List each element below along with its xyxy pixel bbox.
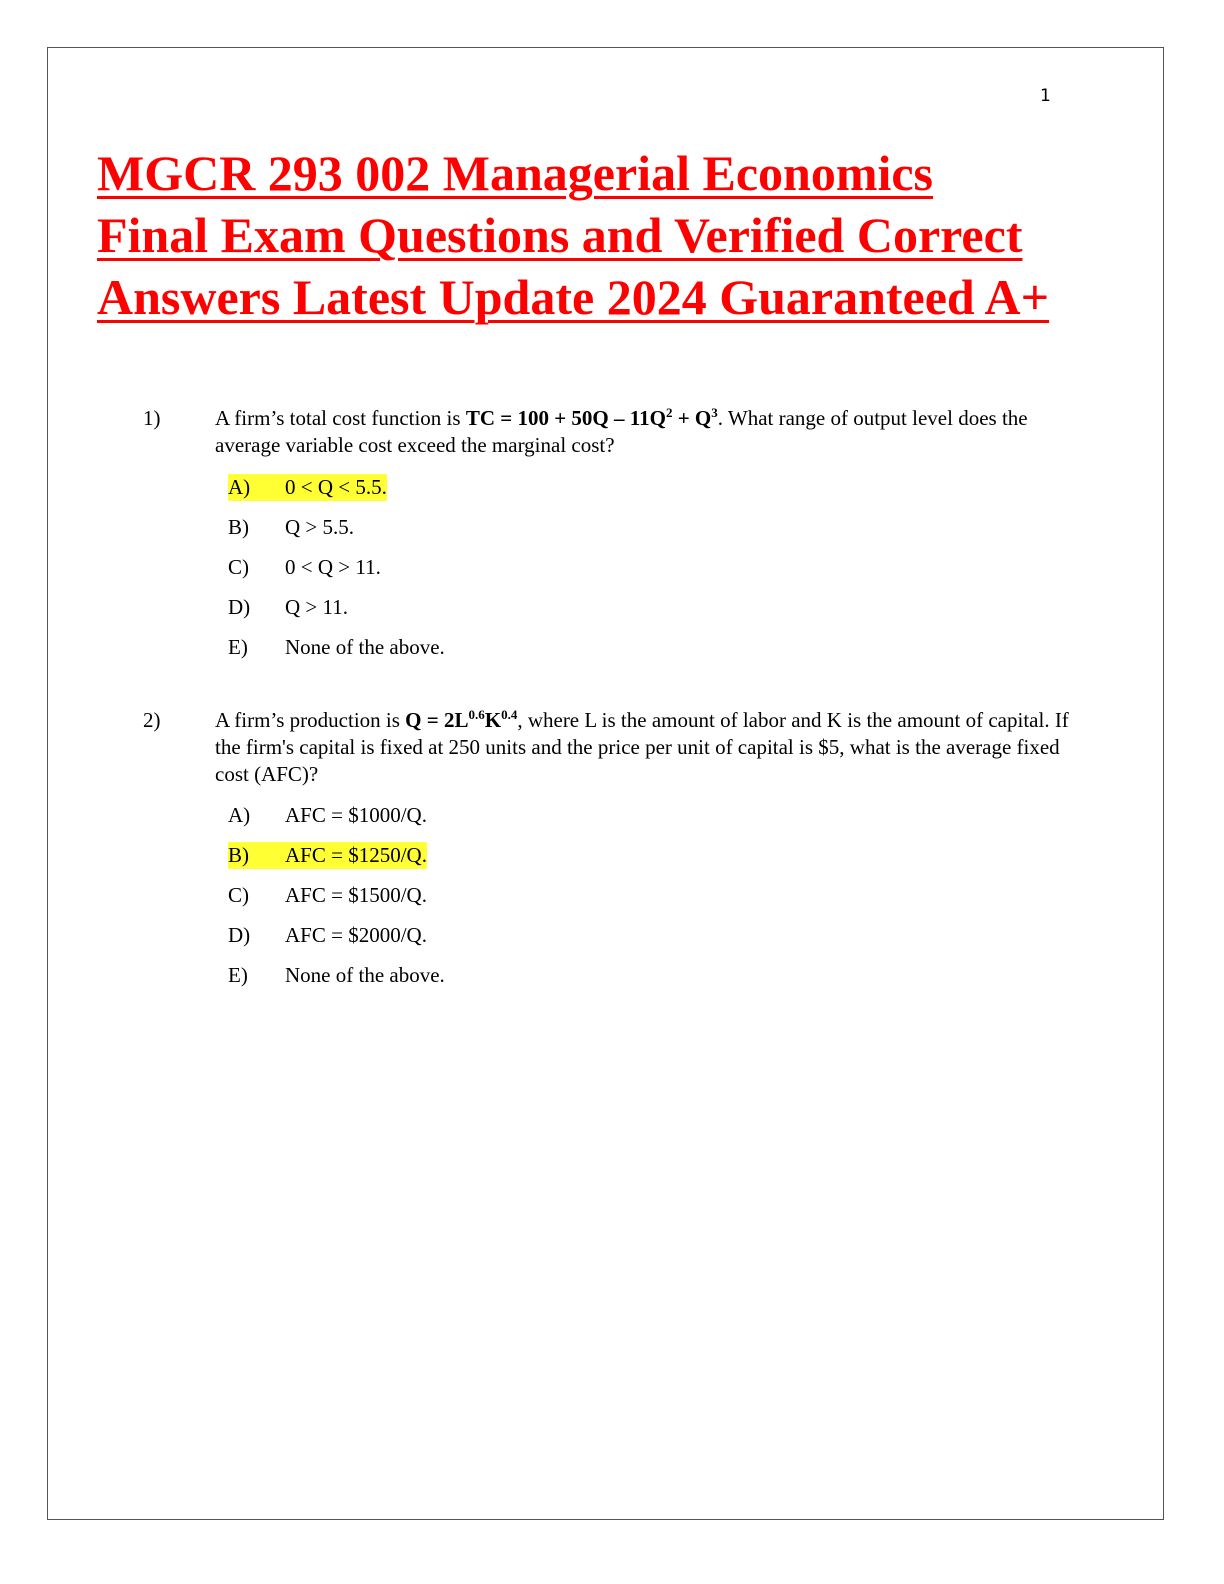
title-line-3: Answers Latest Update 2024 Guaranteed A+ [97,266,1157,328]
document-title: MGCR 293 002 Managerial Economics Final … [97,142,1157,328]
option-text: AFC = $2000/Q. [285,923,427,947]
formula-part: TC = 100 + 50Q – 11Q [465,406,666,430]
answer-option-e: E) None of the above. [228,962,445,1002]
option-letter: E) [228,963,248,987]
question-number: 1) [143,406,161,430]
option-text: 0 < Q < 5.5. [285,475,387,499]
answer-option-a: A) AFC = $1000/Q. [228,802,445,842]
answer-option-c: C) 0 < Q > 11. [228,554,445,594]
question-text-part: , where L is the amount of labor and K i… [215,708,1069,786]
title-line-1: MGCR 293 002 Managerial Economics [97,142,1157,204]
option-letter: B) [228,843,249,867]
question-text-part: . What range of output level does the av… [215,406,1028,457]
formula-part: + Q [672,406,712,430]
answer-option-b: B) Q > 5.5. [228,514,445,554]
option-text: 0 < Q > 11. [285,555,381,579]
answer-options: A)0 < Q < 5.5. B)Q > 5.5. C)0 < Q > 11. … [228,474,445,674]
formula-exponent: 2 [665,405,673,420]
option-letter: A) [228,475,251,499]
answer-option-c: C) AFC = $1500/Q. [228,882,445,922]
title-line-3-text: Answers Latest Update 2024 Guaranteed A+ [97,269,1050,325]
option-text: None of the above. [285,635,445,659]
formula-exponent: 0.6 [468,707,485,722]
option-letter: C) [228,883,249,907]
highlighted-answer: A) 0 < Q < 5.5. [228,474,387,501]
highlighted-answer: B) AFC = $1250/Q. [228,842,427,869]
title-line-2: Final Exam Questions and Verified Correc… [97,204,1157,266]
answer-option-d: D) AFC = $2000/Q. [228,922,445,962]
option-letter: C) [228,555,249,579]
option-text: AFC = $1500/Q. [285,883,427,907]
answer-option-b: B) AFC = $1250/Q. [228,842,445,882]
option-text: AFC = $1000/Q. [285,803,427,827]
option-letter: A) [228,803,251,827]
formula-part: K [484,708,502,732]
option-text: Q > 11. [285,595,348,619]
answer-options: A) AFC = $1000/Q. B) AFC = $1250/Q. C) AFC … [228,802,445,1002]
title-line-2-text: Final Exam Questions and Verified Correc… [97,207,1023,263]
option-letter: D) [228,595,251,619]
answer-option-a: A) 0 < Q < 5.5. [228,474,445,514]
question-number: 2) [143,708,161,732]
option-text: AFC = $1250/Q. [285,843,427,867]
answer-option-d: D) Q > 11. [228,594,445,634]
formula-part: Q = 2L [405,708,469,732]
answer-option-e: E) None of the above. [228,634,445,674]
question-text: A firm’s total cost function is TC = 100… [215,405,1085,459]
question-text: A firm’s production is Q = 2L0.6K0.4, wh… [215,707,1085,788]
option-text: Q > 5.5. [285,515,355,539]
option-letter: D) [228,923,251,947]
formula-exponent: 0.4 [501,707,518,722]
title-line-1-text: MGCR 293 002 Managerial Economics [97,145,934,201]
page-border [47,47,1164,1520]
question-text-part: A firm’s production is [215,708,406,732]
page-number: 1 [1040,86,1051,106]
formula-exponent: 3 [711,405,718,420]
option-text: None of the above. [285,963,445,987]
option-letter: B) [228,515,249,539]
option-letter: E) [228,635,248,659]
question-text-part: A firm’s total cost function is [215,406,466,430]
